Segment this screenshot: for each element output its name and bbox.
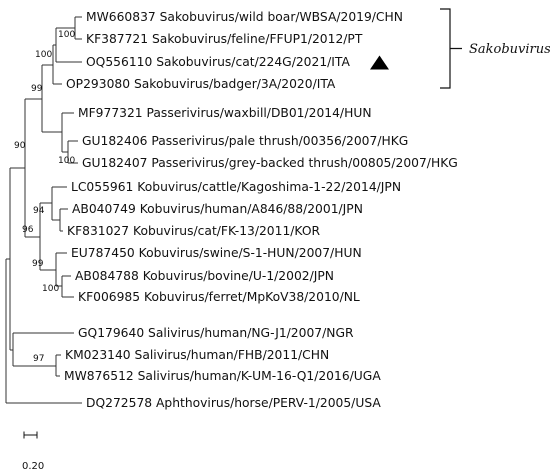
taxon-label: MF977321 Passerivirus/waxbill/DB01/2014/… — [78, 106, 372, 120]
tree-branches — [5, 16, 82, 404]
scale-bar-line — [23, 431, 38, 439]
support-value: 100 — [42, 284, 59, 294]
support-value: 100 — [58, 156, 75, 166]
scale-bar-label: 0.20 — [22, 461, 44, 472]
branch — [74, 16, 82, 40]
branch — [61, 275, 74, 298]
taxon-label: MW660837 Sakobuvirus/wild boar/WBSA/2019… — [86, 10, 403, 24]
taxon-label: DQ272578 Aphthovirus/horse/PERV-1/2005/U… — [86, 396, 381, 410]
support-value: 99 — [31, 84, 43, 94]
taxon-label: GU182407 Passerivirus/grey-backed thrush… — [82, 156, 458, 170]
taxon-label: LC055961 Kobuvirus/cattle/Kagoshima-1-22… — [71, 180, 401, 194]
taxon-label: KM023140 Salivirus/human/FHB/2011/CHN — [65, 348, 329, 362]
support-value: 100 — [35, 50, 52, 60]
support-value: 94 — [33, 206, 45, 216]
support-values: 100 100 99 90 100 96 94 99 100 97 — [14, 30, 75, 364]
taxon-label: KF831027 Kobuvirus/cat/FK-13/2011/KOR — [67, 224, 320, 238]
taxon-labels: MW660837 Sakobuvirus/wild boar/WBSA/2019… — [64, 10, 458, 410]
scale-bar: 0.20 — [22, 431, 44, 472]
taxon-label: MW876512 Salivirus/human/K-UM-16-Q1/2016… — [64, 369, 381, 383]
branch — [52, 44, 62, 85]
support-value: 99 — [32, 259, 44, 269]
clade-name: Sakobuvirus — [469, 42, 550, 57]
taxon-label: GU182406 Passerivirus/pale thrush/00356/… — [82, 134, 408, 148]
support-value: 96 — [22, 225, 34, 235]
taxon-label: AB040749 Kobuvirus/human/A846/88/2001/JP… — [72, 202, 363, 216]
support-value: 97 — [33, 354, 44, 364]
branch — [24, 98, 42, 238]
taxon-label: KF387721 Sakobuvirus/feline/FFUP1/2012/P… — [86, 32, 363, 46]
taxon-label: OQ556110 Sakobuvirus/cat/224G/2021/ITA — [86, 55, 350, 69]
taxon-label: OP293080 Sakobuvirus/badger/3A/2020/ITA — [66, 77, 336, 91]
taxon-label: EU787450 Kobuvirus/swine/S-1-HUN/2007/HU… — [71, 246, 362, 260]
branch — [5, 258, 82, 404]
taxon-label: KF006985 Kobuvirus/ferret/MpKoV38/2010/N… — [78, 290, 360, 304]
taxon-label: GQ179640 Salivirus/human/NG-J1/2007/NGR — [78, 326, 354, 340]
branch — [9, 167, 25, 351]
support-value: 100 — [58, 30, 75, 40]
filled-triangle-marker-icon — [370, 55, 389, 70]
branch — [55, 354, 61, 377]
support-value: 90 — [14, 141, 26, 151]
taxon-label: AB084788 Kobuvirus/bovine/U-1/2002/JPN — [75, 269, 334, 283]
clade-bracket — [440, 8, 462, 89]
branch — [41, 64, 62, 133]
